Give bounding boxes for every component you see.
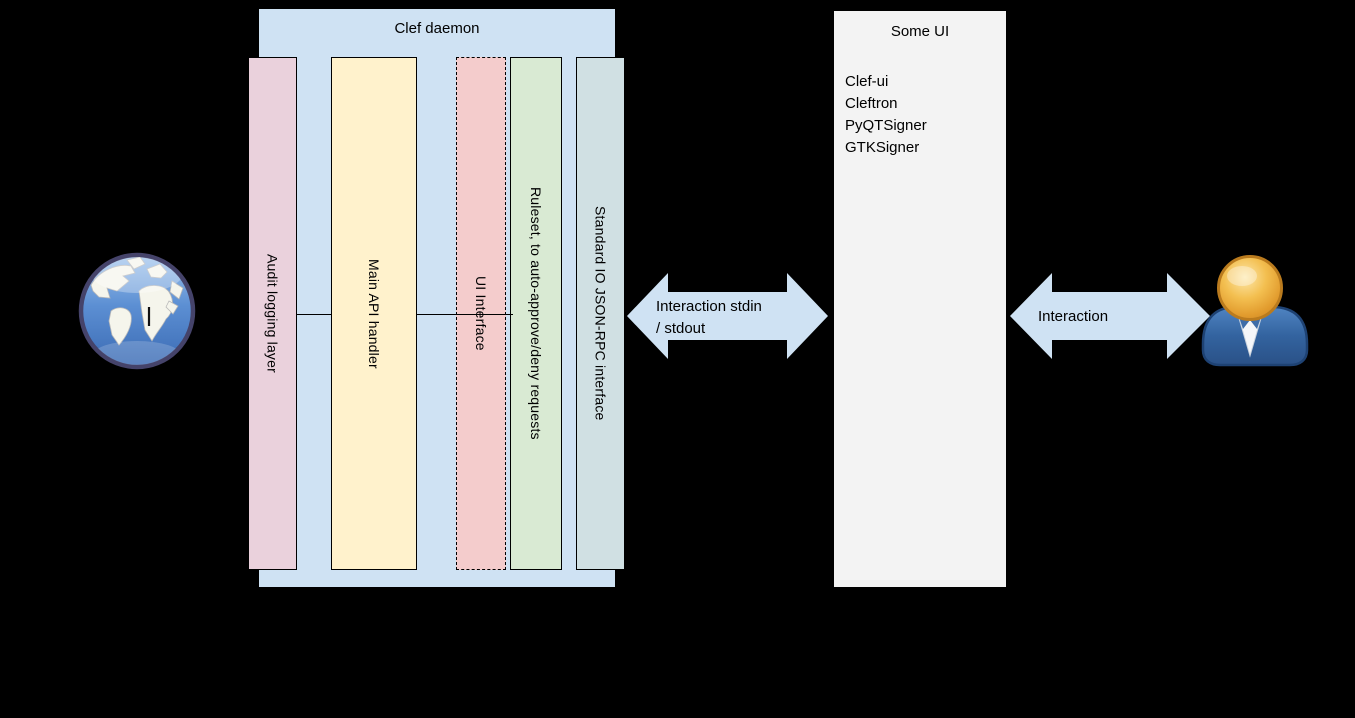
layer-box-ruleset: Ruleset, to auto-approve/deny requests: [510, 57, 562, 570]
some-ui-item: Clef-ui: [845, 73, 889, 90]
stdin-stdout-arrow-label: Interaction stdin / stdout: [656, 298, 762, 337]
layer-label-audit-logging: Audit logging layer: [264, 254, 281, 373]
globe-icon: [78, 252, 196, 370]
user-icon: [1201, 255, 1309, 367]
layer-label-ui-interface: UI Interface: [473, 276, 489, 351]
layer-box-main-api-handler: Main API handler: [331, 57, 417, 570]
stdin-stdout-arrow: [627, 273, 828, 359]
some-ui-list: Clef-ui Cleftron PyQTSigner GTKSigner: [845, 71, 927, 159]
some-ui-box: Some UI Clef-ui Cleftron PyQTSigner GTKS…: [833, 10, 1007, 588]
layer-label-ruleset: Ruleset, to auto-approve/deny requests: [528, 187, 544, 440]
layer-box-ui-interface: UI Interface: [456, 57, 506, 570]
some-ui-item: Cleftron: [845, 95, 898, 112]
layer-label-main-api-handler: Main API handler: [366, 258, 382, 369]
interaction-arrow-label: Interaction: [1038, 308, 1109, 325]
clef-daemon-title: Clef daemon: [394, 20, 480, 37]
clef-daemon-box: [258, 8, 616, 588]
interaction-arrow: [1010, 273, 1210, 359]
layer-label-stdio-jsonrpc: Standard IO JSON-RPC interface: [592, 206, 609, 421]
some-ui-item: GTKSigner: [845, 139, 920, 156]
layer-box-audit-logging: Audit logging layer: [248, 57, 297, 570]
some-ui-title: Some UI: [890, 23, 950, 40]
some-ui-item: PyQTSigner: [845, 117, 927, 134]
connector-line-api-to-ruleset: [417, 314, 513, 315]
connector-line-audit-to-api: [297, 314, 331, 315]
layer-box-stdio-jsonrpc: Standard IO JSON-RPC interface: [576, 57, 625, 570]
